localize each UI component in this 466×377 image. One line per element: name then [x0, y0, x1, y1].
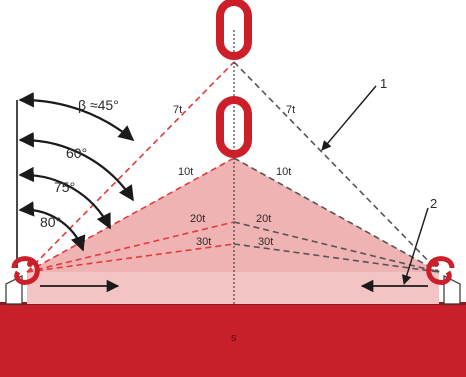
- chain-link-icon: [216, 96, 252, 158]
- right-lug: [443, 275, 461, 305]
- sling-leg-20t-right: [233, 221, 440, 273]
- sling-region-shading-upper: [27, 158, 439, 272]
- angle-arc-60: [18, 132, 134, 202]
- hook-icon: [11, 256, 40, 285]
- sling-leg-10t-right: [233, 157, 440, 273]
- load-block-mark: s: [231, 332, 237, 344]
- load-label-30t-right: 30t: [258, 236, 273, 248]
- angle-arc-80: [18, 201, 86, 252]
- sling-leg-30t-left: [26, 243, 235, 273]
- sling-leg-7t-left: [26, 61, 235, 273]
- callout-1-leader: [321, 85, 377, 151]
- sling-leg-30t-right: [233, 243, 440, 273]
- load-label-30t-left: 30t: [196, 236, 211, 248]
- chain-link-icon: [216, 0, 252, 60]
- load-label-20t-left: 20t: [190, 213, 205, 225]
- callout-label-2: 2: [430, 196, 437, 211]
- callout-label-1: 1: [380, 76, 387, 91]
- sling-leg-20t-left: [26, 221, 235, 273]
- load-block: [0, 304, 466, 377]
- callout-2-leader: [401, 207, 429, 285]
- load-label-10t-right: 10t: [276, 166, 291, 178]
- hook-icon: [426, 256, 455, 285]
- left-lug: [5, 275, 23, 305]
- angle-arc-75: [18, 166, 111, 230]
- angle-arc-45: [18, 92, 135, 141]
- sling-leg-7t-right: [233, 61, 440, 273]
- angle-label-60: 60°: [66, 145, 87, 161]
- angle-label-75: 75°: [54, 179, 75, 195]
- load-label-7t-left: 7t: [173, 104, 182, 116]
- load-label-7t-right: 7t: [286, 104, 295, 116]
- angle-label-beta: β ≈45°: [78, 97, 119, 113]
- load-label-10t-left: 10t: [178, 166, 193, 178]
- load-label-20t-right: 20t: [256, 213, 271, 225]
- angle-label-80: 80°: [40, 214, 61, 230]
